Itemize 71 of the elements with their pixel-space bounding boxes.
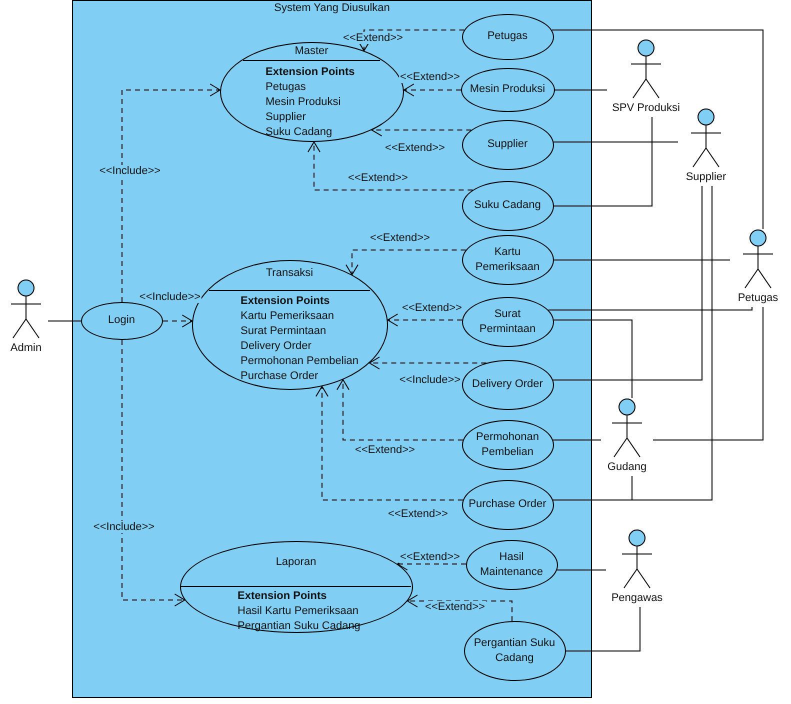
dependency-arrow — [308, 142, 474, 190]
association-line — [554, 116, 652, 206]
edge-label: <<Include>> — [138, 291, 202, 303]
association-line — [552, 186, 702, 380]
extension-point: Kartu Pemeriksaan — [240, 308, 336, 324]
dependency-arrow — [369, 356, 487, 370]
edge-label: <<Include>> — [398, 374, 462, 386]
edge-label: <<Extend>> — [342, 32, 404, 44]
use-case-name: Suku Cadang — [473, 198, 542, 213]
extension-point: Permohonan Pembelian — [240, 354, 359, 368]
actor-name: SPV Produksi — [612, 102, 680, 114]
use-case-name: Surat Permintaan — [478, 306, 537, 336]
system-title: System Yang Diusulkan — [273, 2, 391, 14]
actor-name: Admin — [10, 342, 42, 354]
association-line — [566, 606, 640, 652]
dependency-arrow — [346, 250, 466, 276]
extension-point: Purchase Order — [240, 368, 320, 384]
edge-label: <<Include>> — [98, 165, 162, 177]
use-case-name: Master — [294, 44, 330, 56]
extension-points-heading: Extension Points — [266, 64, 355, 80]
association-line — [48, 320, 82, 322]
use-case-name: Permohonan Pembelian — [475, 430, 540, 460]
edge-label: <<Extend>> — [387, 508, 449, 520]
use-case-name: Hasil Maintenance — [479, 550, 544, 580]
extension-point: Suku Cadang — [266, 124, 334, 140]
association-line — [548, 306, 752, 310]
actor-name: Petugas — [738, 292, 778, 304]
use-case-name: Pergantian Suku Cadang — [472, 636, 556, 666]
extension-point: Hasil Kartu Pemeriksaan — [238, 604, 360, 618]
edge-label: <<Extend>> — [354, 444, 416, 456]
association-line — [551, 30, 764, 230]
dependency-arrow — [162, 314, 193, 328]
edge-label: <<Extend>> — [384, 142, 446, 154]
actor-name: Gudang — [607, 461, 647, 473]
dependency-arrow — [122, 340, 186, 606]
edge-label: <<Extend>> — [347, 172, 409, 184]
dependency-arrow — [316, 386, 464, 500]
dependency-arrow — [122, 84, 221, 302]
extension-point: Petugas — [266, 80, 307, 94]
use-case-name: Mesin Produksi — [468, 82, 546, 97]
edge-label: <<Extend>> — [424, 601, 486, 613]
use-case-name: Delivery Order — [471, 377, 544, 392]
extension-point: Surat Permintaan — [240, 324, 328, 338]
system-boundary — [72, 0, 592, 698]
use-case-name: Purchase Order — [468, 497, 548, 512]
dependency-arrow — [387, 314, 463, 326]
dependency-arrow — [407, 594, 512, 622]
edge-label: <<Extend>> — [399, 551, 461, 563]
actor-name: Pengawas — [611, 592, 663, 604]
use-case-name: Transaksi — [264, 266, 314, 278]
extension-points-heading: Extension Points — [238, 588, 328, 604]
edge-label: <<Extend>> — [399, 71, 461, 83]
extension-point: Delivery Order — [240, 338, 312, 354]
use-case-name: Kartu Pemeriksaan — [474, 244, 541, 274]
edge-label: <<Include>> — [92, 521, 156, 533]
dependency-arrow — [403, 84, 462, 96]
edge-label: <<Extend>> — [369, 232, 431, 244]
association-line — [553, 320, 632, 398]
association-line — [652, 306, 764, 440]
extension-point: Pergantian Suku Cadang — [238, 618, 360, 634]
dependency-arrow — [358, 30, 465, 52]
use-case-name: Petugas — [486, 29, 529, 44]
use-case-name: Login — [107, 313, 136, 328]
extension-point: Supplier — [266, 110, 307, 124]
extension-point: Mesin Produksi — [266, 94, 342, 110]
actor-name: Supplier — [686, 171, 726, 183]
use-case-name: Supplier — [486, 137, 529, 152]
extension-points-heading: Extension Points — [240, 294, 331, 308]
dependency-arrow — [336, 379, 464, 440]
edge-label: <<Extend>> — [401, 302, 463, 314]
association-line — [552, 476, 632, 500]
